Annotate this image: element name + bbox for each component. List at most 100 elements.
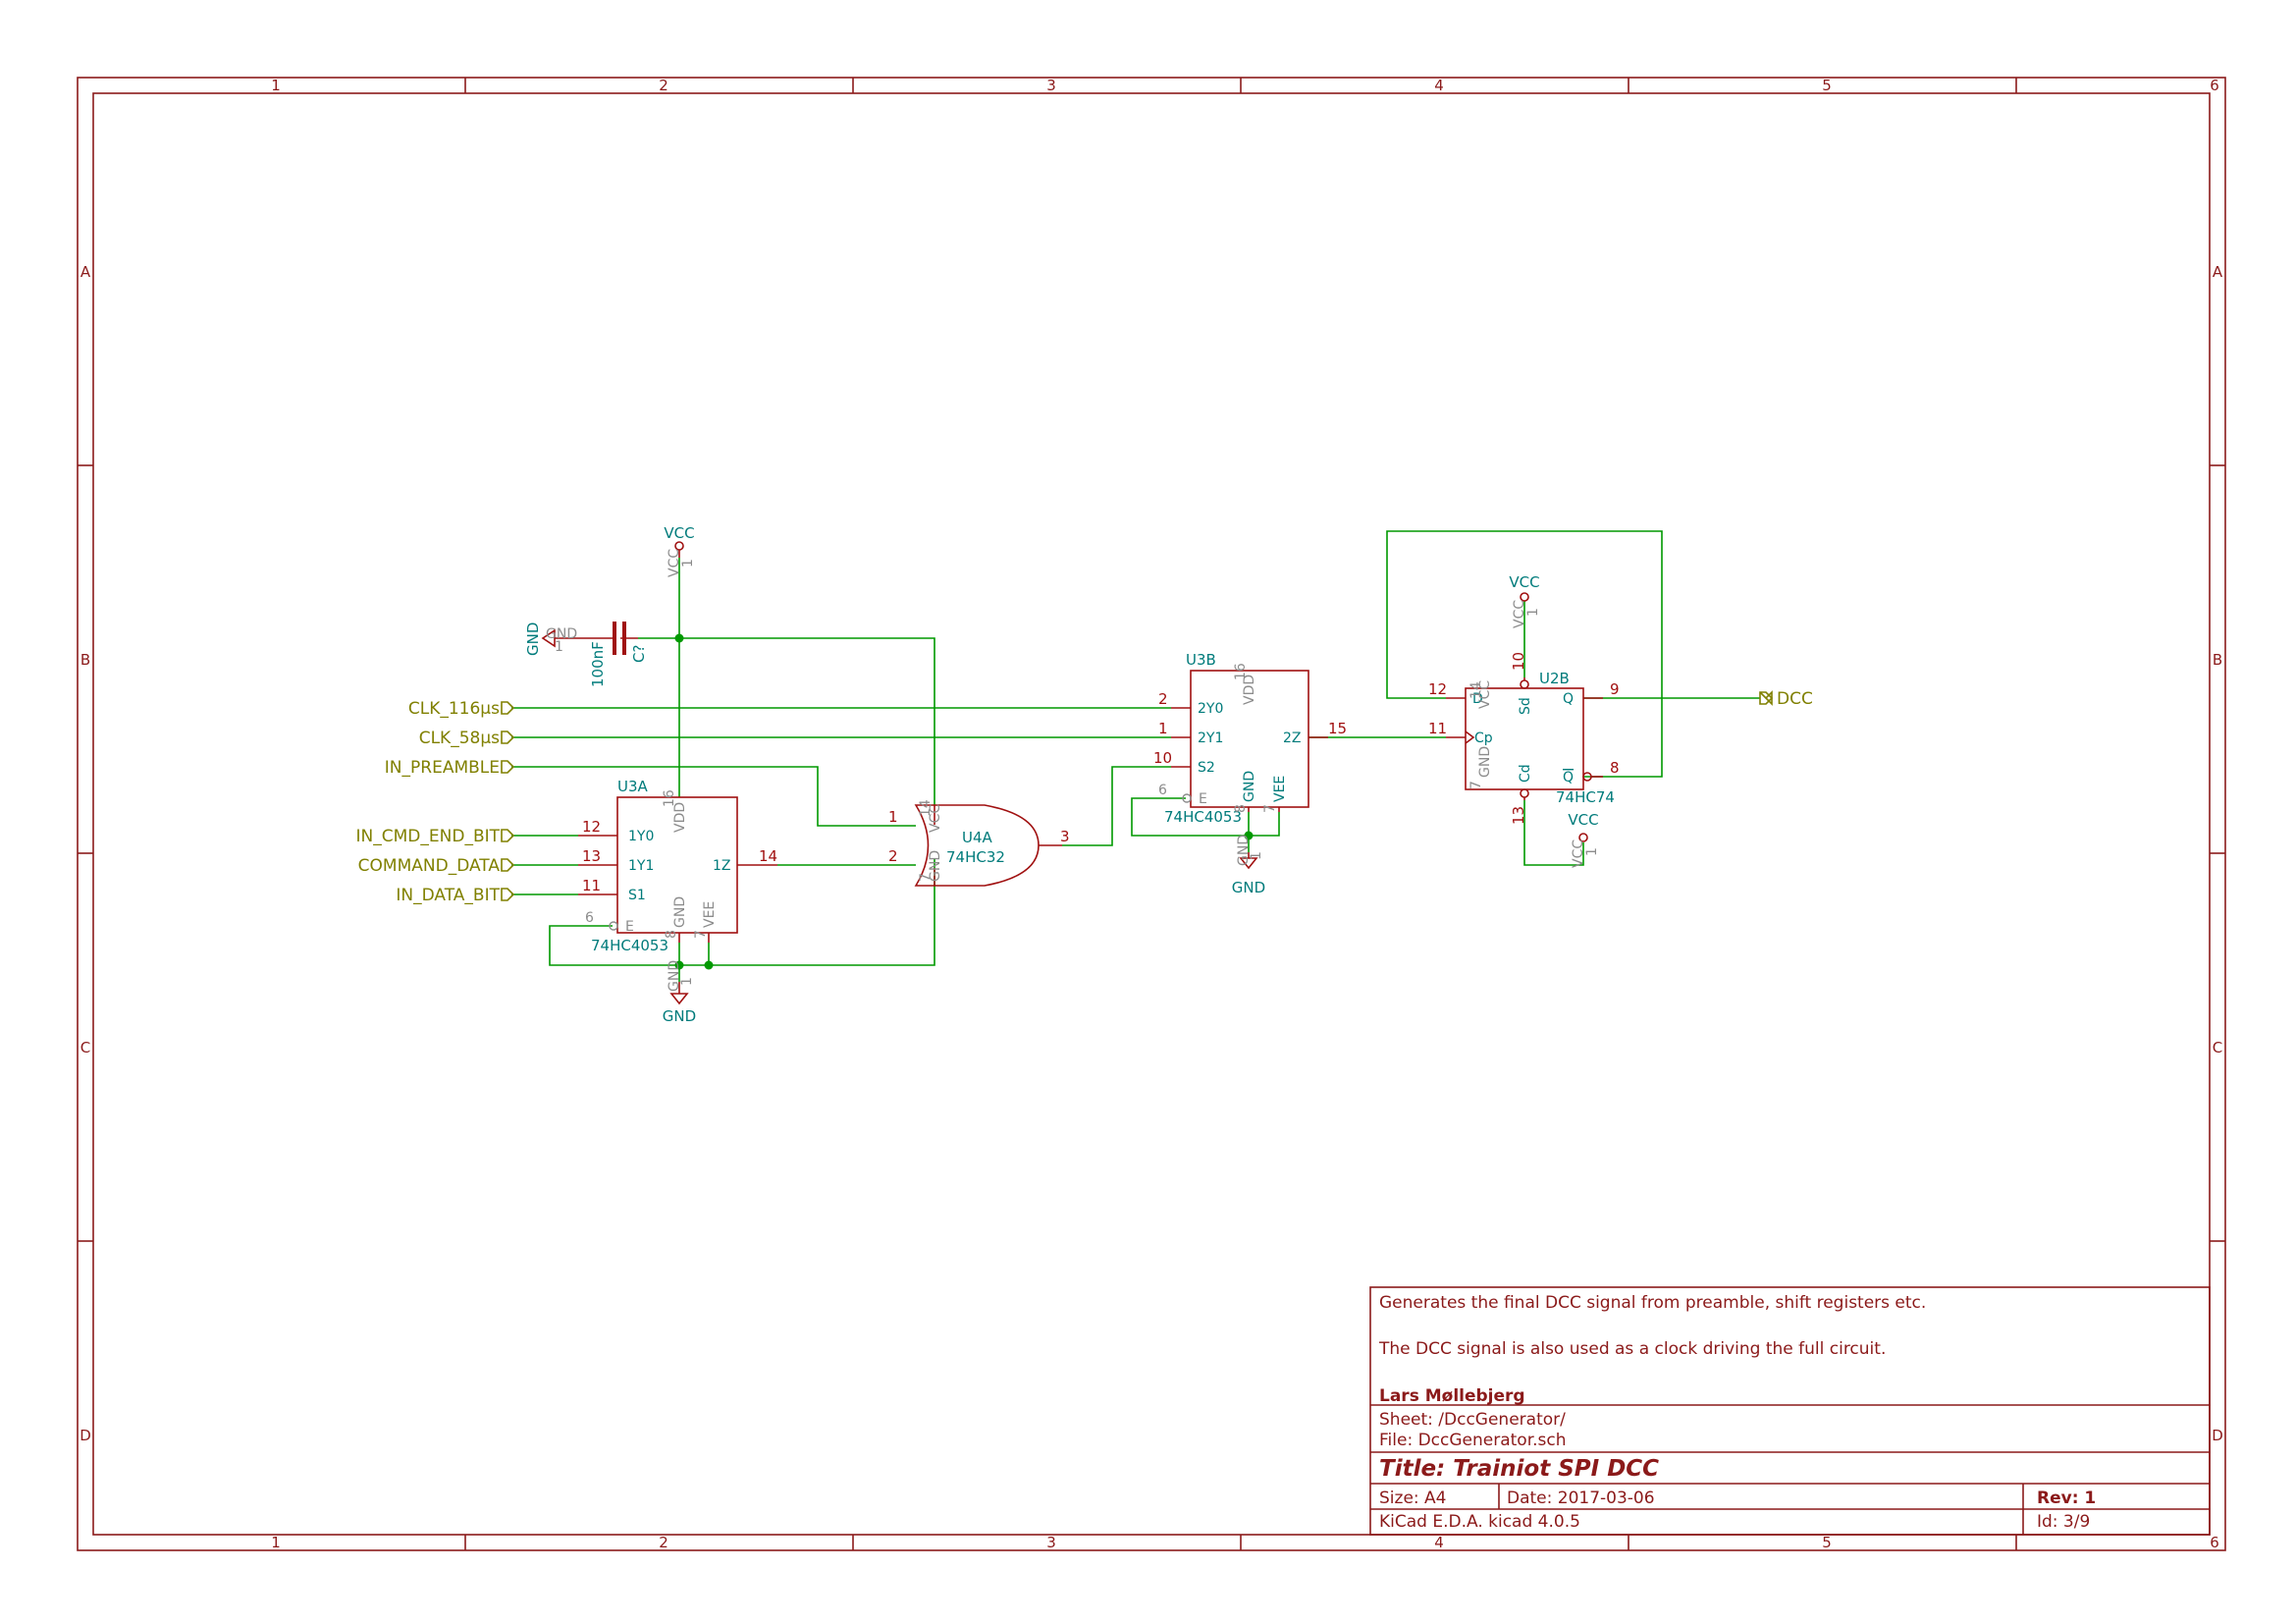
u2b-pin-cd: Cd: [1518, 764, 1533, 783]
col-label-1: 1: [271, 77, 281, 94]
u2b-pin-vcc: VCC: [1477, 680, 1493, 709]
tb-date: Date: 2017-03-06: [1507, 1489, 1655, 1508]
label-cmd-end-text: IN_CMD_END_BIT: [356, 827, 501, 846]
gnd-label-u3b: GND: [1232, 879, 1265, 896]
row-label-b: B: [80, 651, 90, 669]
u3a-pin-vee-num: 7: [693, 930, 709, 939]
col-label-2: 2: [659, 77, 668, 94]
u2b-pin-d-num: 12: [1428, 680, 1447, 698]
label-cmd-end[interactable]: IN_CMD_END_BIT: [356, 827, 515, 846]
tb-comment2: The DCC signal is also used as a clock d…: [1378, 1339, 1886, 1359]
label-command-data-text: COMMAND_DATA: [358, 856, 501, 876]
u2b-pin-gnd-num: 7: [1468, 781, 1484, 789]
label-clk58[interactable]: CLK_58µs: [419, 729, 515, 748]
u3b-pin-z: 2Z: [1283, 731, 1302, 746]
u3b-pin-s: S2: [1198, 760, 1215, 776]
u3b-pin-gnd: GND: [1242, 771, 1257, 802]
u3a-mux[interactable]: U3A 74HC4053 12 13 11 14 6 1Y0 1Y1 S1 1Z…: [578, 778, 777, 954]
u3a-pin-s: S1: [628, 888, 646, 903]
label-data-bit[interactable]: IN_DATA_BIT: [396, 886, 515, 905]
col-label-6-bottom: 6: [2210, 1534, 2219, 1551]
u3b-pin-vee: VEE: [1272, 776, 1288, 802]
u4a-pin-vcc: VCC: [928, 804, 943, 833]
u2b-value: 74HC74: [1556, 788, 1615, 806]
u3a-pin-e: E: [625, 919, 634, 935]
u2b-pin-cd-num: 13: [1510, 806, 1527, 825]
gnd-label-cap: GND: [524, 623, 542, 656]
u3b-pin-e-num: 6: [1158, 783, 1167, 798]
row-label-c: C: [80, 1039, 90, 1056]
col-label-5-bottom: 5: [1822, 1534, 1832, 1551]
label-preamble[interactable]: IN_PREAMBLE: [385, 758, 515, 778]
label-preamble-text: IN_PREAMBLE: [385, 758, 500, 778]
u3b-mux[interactable]: U3B 74HC4053 2 1 10 15 6 2Y0 2Y1 S2 2Z E…: [1153, 651, 1347, 826]
tb-sheet: Sheet: /DccGenerator/: [1379, 1410, 1566, 1430]
row-label-b-right: B: [2213, 651, 2222, 669]
u3b-pin-vee-num: 7: [1262, 804, 1278, 813]
u3b-pin-y0-num: 2: [1158, 690, 1168, 708]
capacitor-c[interactable]: C? 100nF 1: [555, 622, 648, 687]
gnd-symbol-u3a: GND GND 1: [663, 960, 696, 1025]
label-data-bit-text: IN_DATA_BIT: [396, 886, 500, 905]
tb-comment1: Generates the final DCC signal from prea…: [1379, 1293, 1926, 1313]
u4a-pin-b-num: 2: [888, 847, 898, 865]
u3a-value: 74HC4053: [591, 937, 668, 954]
u2b-pin-cp: Cp: [1474, 731, 1493, 746]
label-clk116-text: CLK_116µs: [408, 699, 500, 719]
label-command-data[interactable]: COMMAND_DATA: [358, 856, 515, 876]
u2b-flipflop[interactable]: U2B 74HC74 12 11 9 8 10 13 D Cp Q Q Sd C…: [1428, 652, 1620, 825]
u3a-pin-y0-num: 12: [582, 818, 601, 836]
row-label-a: A: [80, 263, 91, 281]
u2b-pin-vcc-num: 14: [1468, 681, 1484, 699]
label-dcc[interactable]: DCC: [1759, 689, 1813, 709]
sheet-frame: 1 2 3 4 5 6 1 2 3 4 5 6 A B C D A B C D: [77, 77, 2226, 1551]
col-label-2-bottom: 2: [659, 1534, 668, 1551]
gnd-symbol-cap: GND GND: [524, 623, 577, 656]
tb-tool: KiCad E.D.A. kicad 4.0.5: [1379, 1512, 1580, 1532]
vcc-symbol-u2b-sd: VCC VCC 1: [1509, 573, 1541, 628]
u3b-pin-y1: 2Y1: [1198, 731, 1223, 746]
tb-rev: Rev: 1: [2037, 1489, 2096, 1508]
col-label-1-bottom: 1: [271, 1534, 281, 1551]
junction-gnd-u3a: [674, 960, 684, 970]
cap-pin-num: 1: [555, 639, 563, 655]
gnd-hidden-cap: GND: [546, 626, 577, 642]
vcc-pin-u2b-cd: 1: [1584, 847, 1600, 856]
col-label-5: 5: [1822, 77, 1832, 94]
u3a-pin-vdd-num: 16: [662, 789, 677, 807]
u3a-pin-y1: 1Y1: [628, 858, 654, 874]
u3b-pin-z-num: 15: [1328, 720, 1347, 737]
vcc-hidden-u3a: VCC: [667, 549, 682, 577]
junction-vcc: [674, 633, 684, 643]
u4a-pin-a-num: 1: [888, 808, 898, 826]
vcc-label-u2b-sd: VCC: [1509, 573, 1539, 591]
u3b-ref: U3B: [1186, 651, 1216, 669]
u3b-pin-vdd-num: 16: [1233, 663, 1249, 680]
u3a-pin-gnd: GND: [672, 896, 688, 928]
col-label-4: 4: [1434, 77, 1444, 94]
u4a-pin-out-num: 3: [1060, 828, 1070, 845]
u2b-pin-q-num: 9: [1610, 680, 1620, 698]
label-dcc-text: DCC: [1777, 689, 1813, 709]
gnd-hidden-u3b: GND: [1236, 835, 1252, 866]
col-label-3: 3: [1046, 77, 1056, 94]
col-label-6: 6: [2210, 77, 2219, 94]
gnd-pin-u3b: 1: [1249, 851, 1264, 860]
tb-size: Size: A4: [1379, 1489, 1446, 1508]
vcc-hidden-u2b-sd: VCC: [1512, 600, 1527, 628]
hier-labels: CLK_116µs CLK_58µs IN_PREAMBLE IN_CMD_EN…: [356, 689, 1813, 905]
gnd-pin-u3a: 1: [679, 977, 695, 986]
row-label-c-right: C: [2213, 1039, 2222, 1056]
junction-vee-u3a: [704, 960, 714, 970]
col-label-3-bottom: 3: [1046, 1534, 1056, 1551]
u2b-pin-d: D: [1472, 691, 1483, 707]
u4a-or-gate[interactable]: U4A 74HC32 1 2 3 VCC 14 GND 7: [888, 799, 1070, 887]
u3b-pin-y1-num: 1: [1158, 720, 1168, 737]
gnd-symbol-u3b: GND GND 1: [1232, 835, 1265, 896]
u2b-ref: U2B: [1539, 670, 1570, 687]
u3a-pin-y0: 1Y0: [628, 829, 654, 844]
label-clk116[interactable]: CLK_116µs: [408, 699, 515, 719]
title-block: Generates the final DCC signal from prea…: [1369, 1286, 2211, 1536]
u3a-pin-e-num: 6: [585, 910, 594, 926]
